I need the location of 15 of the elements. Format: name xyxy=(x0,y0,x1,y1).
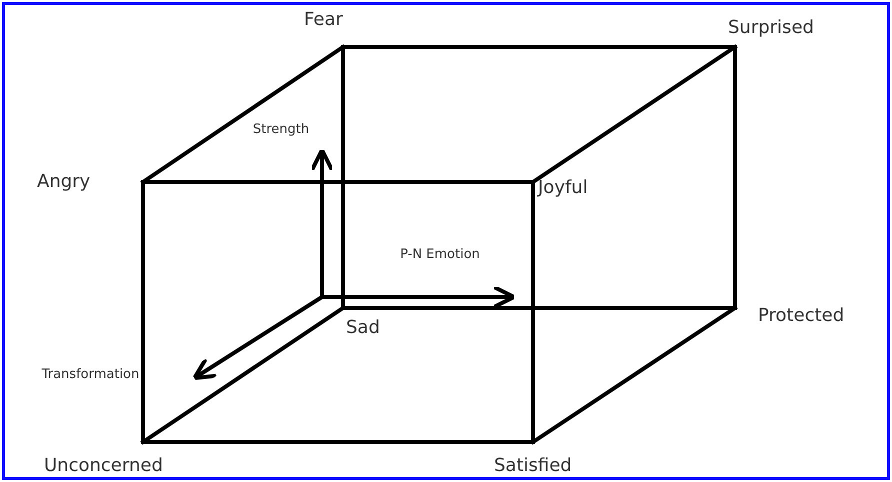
cube-edge-line xyxy=(141,306,345,444)
corner-label: Angry xyxy=(37,172,90,192)
corner-label: Satisfied xyxy=(494,456,572,476)
cube-edge-line xyxy=(531,45,737,184)
axis-label: P-N Emotion xyxy=(399,246,481,263)
corner-label: Fear xyxy=(304,10,343,30)
axis-label: Transformation xyxy=(40,366,140,383)
corner-label: Protected xyxy=(758,306,844,326)
corner-label: Sad xyxy=(346,318,380,338)
axis-label: Strength xyxy=(252,121,310,138)
cube-edge-line xyxy=(531,306,737,444)
corner-label: Surprised xyxy=(728,18,814,38)
corner-label: Joyful xyxy=(538,178,588,198)
cube-edge-line xyxy=(141,45,345,184)
corner-label: Unconcerned xyxy=(44,456,163,476)
